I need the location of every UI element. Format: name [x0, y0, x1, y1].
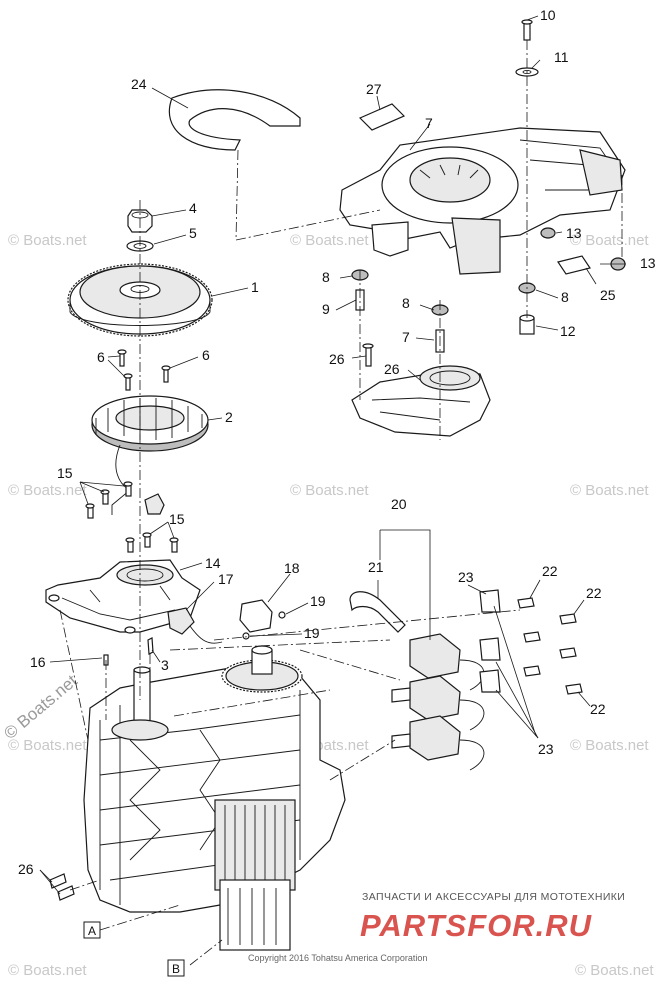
part-15-screws — [85, 481, 179, 553]
leader-lines — [39, 15, 626, 895]
watermark: © Boats.net — [8, 482, 87, 499]
callout-labels: 24 4 5 1 6 6 2 15 15 14 17 18 19 19 16 3… — [18, 7, 656, 877]
callout-6: 6 — [97, 349, 105, 365]
assembly-center-lines — [59, 40, 623, 966]
part-18-bracket — [239, 599, 273, 633]
callout-24: 24 — [131, 76, 147, 92]
callout-3: 3 — [161, 657, 169, 673]
part-19-screws — [242, 611, 286, 640]
callout-22: 22 — [586, 585, 602, 601]
shop-tagline: ЗАПЧАСТИ И АКСЕССУАРЫ ДЛЯ МОТОТЕХНИКИ — [362, 891, 625, 903]
callout-27: 27 — [366, 81, 382, 97]
callout-2: 2 — [225, 409, 233, 425]
part-26-bolt — [362, 343, 374, 367]
callout-8: 8 — [402, 295, 410, 311]
part-14-stator-base — [45, 559, 201, 634]
watermark: © Boats.net — [570, 482, 649, 499]
brand-part-2: FOR — [467, 908, 535, 943]
reference-box-a: A — [83, 921, 101, 939]
callout-11: 11 — [554, 49, 569, 65]
callout-22: 22 — [542, 563, 558, 579]
watermark: © Boats.net — [8, 962, 87, 979]
watermark: © Boats.net — [575, 962, 654, 979]
part-21-hose — [349, 591, 406, 633]
callout-22: 22 — [590, 701, 606, 717]
part-20-ignition-coils — [391, 633, 485, 771]
callout-4: 4 — [189, 200, 197, 216]
part-3-key — [147, 637, 154, 655]
callout-13: 13 — [640, 255, 656, 271]
callout-23: 23 — [538, 741, 554, 757]
callout-7: 7 — [402, 329, 410, 345]
watermark: © Boats.net — [570, 737, 649, 754]
part-10-bolt — [521, 19, 533, 41]
callout-26: 26 — [329, 351, 345, 367]
brand-part-3: .RU — [536, 908, 593, 943]
callout-6: 6 — [202, 347, 210, 363]
reference-letter-a: A — [88, 924, 96, 938]
callout-1: 1 — [251, 279, 259, 295]
callout-19: 19 — [310, 593, 326, 609]
part-2-stator — [91, 395, 209, 515]
shop-brand: PARTSFOR.RU — [360, 908, 593, 943]
shop-banner: ЗАПЧАСТИ И АКСЕССУАРЫ ДЛЯ МОТОТЕХНИКИ PA… — [360, 891, 625, 943]
watermark: © Boats.net — [8, 737, 87, 754]
watermark: © Boats.net — [290, 232, 369, 249]
callout-15: 15 — [169, 511, 185, 527]
callout-8: 8 — [322, 269, 330, 285]
brand-part-1: PARTS — [360, 908, 467, 943]
callout-5: 5 — [189, 225, 197, 241]
part-6-bolts — [117, 349, 171, 391]
reference-letter-b: B — [172, 962, 180, 976]
part-23-brackets — [479, 589, 501, 693]
watermark: © Boats.net — [290, 482, 369, 499]
callout-21: 21 — [368, 559, 384, 575]
callout-12: 12 — [560, 323, 576, 339]
part-22-bolts — [517, 597, 583, 695]
callout-26: 26 — [384, 361, 400, 377]
callout-8: 8 — [561, 289, 569, 305]
part-17-pulser-coil — [167, 607, 223, 644]
part-24-cover-plate — [168, 89, 301, 151]
callout-20: 20 — [391, 496, 407, 512]
callout-23: 23 — [458, 569, 474, 585]
callout-16: 16 — [30, 654, 46, 670]
callout-18: 18 — [284, 560, 300, 576]
callout-9: 9 — [322, 301, 330, 317]
callout-7: 7 — [425, 115, 433, 131]
part-27-label — [358, 103, 406, 131]
part-8-grommets — [351, 269, 536, 316]
callout-14: 14 — [205, 555, 221, 571]
part-25-label — [557, 255, 591, 275]
copyright-text: Copyright 2016 Tohatsu America Corporati… — [248, 953, 427, 963]
powerhead-block — [49, 645, 346, 951]
silencer-bracket — [351, 365, 491, 437]
callout-10: 10 — [540, 7, 556, 23]
callout-26: 26 — [18, 861, 34, 877]
watermark-large: © Boats.net — [0, 671, 81, 743]
watermark: © Boats.net — [570, 232, 649, 249]
callout-15: 15 — [57, 465, 73, 481]
callout-13: 13 — [566, 225, 582, 241]
watermark: © Boats.net — [8, 232, 87, 249]
callout-25: 25 — [600, 287, 616, 303]
callout-19: 19 — [304, 625, 320, 641]
reference-box-b: B — [167, 959, 185, 977]
callout-17: 17 — [218, 571, 234, 587]
part-7-air-silencer — [339, 127, 626, 275]
